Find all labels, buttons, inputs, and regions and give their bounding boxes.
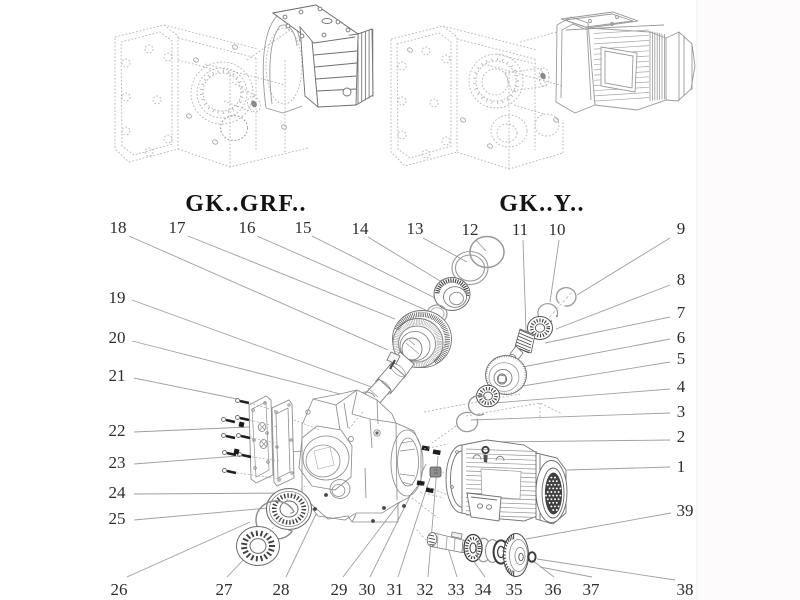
- svg-text:GK..Y..: GK..Y..: [499, 191, 585, 217]
- svg-text:10: 10: [549, 220, 566, 239]
- svg-text:9: 9: [677, 219, 686, 238]
- svg-text:25: 25: [109, 509, 126, 528]
- svg-text:18: 18: [110, 218, 127, 237]
- svg-text:26: 26: [111, 580, 128, 599]
- svg-text:3: 3: [677, 402, 686, 421]
- svg-text:19: 19: [109, 288, 126, 307]
- svg-text:GK..GRF..: GK..GRF..: [185, 191, 307, 217]
- svg-text:12: 12: [462, 220, 479, 239]
- svg-text:2: 2: [677, 427, 686, 446]
- svg-text:30: 30: [359, 580, 376, 599]
- svg-text:17: 17: [169, 218, 187, 237]
- svg-text:5: 5: [677, 349, 686, 368]
- svg-text:11: 11: [512, 220, 528, 239]
- svg-text:38: 38: [677, 580, 694, 599]
- svg-text:33: 33: [448, 580, 465, 599]
- svg-text:36: 36: [545, 580, 562, 599]
- svg-text:32: 32: [417, 580, 434, 599]
- svg-text:6: 6: [677, 328, 686, 347]
- svg-text:22: 22: [109, 421, 126, 440]
- svg-text:31: 31: [387, 580, 404, 599]
- svg-text:39: 39: [677, 501, 694, 520]
- svg-text:37: 37: [583, 580, 601, 599]
- svg-text:35: 35: [506, 580, 523, 599]
- svg-text:15: 15: [295, 218, 312, 237]
- svg-text:28: 28: [273, 580, 290, 599]
- svg-text:34: 34: [475, 580, 493, 599]
- svg-text:20: 20: [109, 328, 126, 347]
- svg-text:21: 21: [109, 366, 126, 385]
- svg-text:24: 24: [109, 483, 127, 502]
- svg-text:4: 4: [677, 377, 686, 396]
- svg-text:13: 13: [407, 219, 424, 238]
- svg-text:23: 23: [109, 453, 126, 472]
- svg-text:7: 7: [677, 303, 686, 322]
- svg-text:1: 1: [677, 457, 686, 476]
- svg-text:29: 29: [331, 580, 348, 599]
- svg-text:14: 14: [352, 219, 370, 238]
- svg-text:27: 27: [216, 580, 234, 599]
- svg-text:8: 8: [677, 270, 686, 289]
- svg-text:16: 16: [239, 218, 256, 237]
